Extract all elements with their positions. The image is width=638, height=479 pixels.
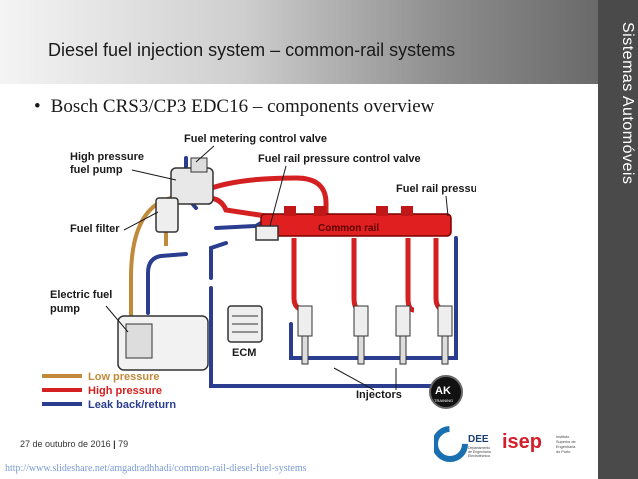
fuel-filter-icon <box>155 197 179 233</box>
common-rail: Common rail <box>260 206 452 237</box>
label-rail-pressure-sensor: Fuel rail pressure sensor <box>396 183 476 195</box>
bullet-text: Bosch CRS3/CP3 EDC16 – components overvi… <box>50 96 435 117</box>
sidebar-title: Sistemas Automóveis <box>619 22 636 185</box>
label-ecm: ECM <box>232 347 256 359</box>
isep-logo-line1: Instituto <box>556 435 569 439</box>
footer-separator: | <box>113 439 116 449</box>
dee-logo-line1: Departamento <box>468 446 490 450</box>
common-rail-diagram: Common rail Fuel metering control valve … <box>42 133 476 410</box>
isep-logo-line3: Engenharia <box>556 445 576 449</box>
label-fuel-filter: Fuel filter <box>70 223 120 235</box>
dee-logo-abbr: DEE <box>468 434 489 445</box>
label-injectors: Injectors <box>356 389 402 401</box>
high-pressure-pump-icon <box>170 157 214 205</box>
footer-date: 27 de outubro de 2016 | 79 <box>20 439 128 449</box>
dee-logo-line2: de Engenharia <box>468 450 491 454</box>
label-fuel-metering: Fuel metering control valve <box>184 133 327 145</box>
slide-header <box>0 0 598 84</box>
bullet-symbol: • <box>34 96 41 117</box>
ecm-icon <box>227 305 263 343</box>
pressure-control-valve-icon <box>255 225 279 241</box>
injector-1 <box>297 305 313 365</box>
date-text: 27 de outubro de 2016 <box>20 439 111 449</box>
sidebar-bar <box>598 0 638 479</box>
common-rail-label: Common rail <box>318 223 379 234</box>
isep-logo: isep Instituto Superior de Engenharia do… <box>502 431 576 454</box>
dee-logo-line3: Electrotécnica <box>468 454 490 458</box>
electric-fuel-pump-icon <box>117 315 209 371</box>
ak-logo-subtext: TRAINING <box>434 398 453 403</box>
label-high-pressure-pump-1: High pressure <box>70 151 144 163</box>
slide-title: Diesel fuel injection system – common-ra… <box>48 40 456 60</box>
isep-logo-abbr: isep <box>502 431 542 453</box>
legend: Low pressure High pressure Leak back/ret… <box>42 371 176 410</box>
dee-logo: DEE Departamento de Engenharia Electroté… <box>434 426 491 462</box>
ak-training-logo: AK TRAINING <box>429 375 463 409</box>
injector-3 <box>395 305 411 365</box>
label-high-pressure-pump-2: fuel pump <box>70 164 123 176</box>
isep-logo-line2: Superior de <box>556 440 576 444</box>
isep-logo-line4: do Porto <box>556 450 570 454</box>
ak-logo-text: AK <box>435 385 451 397</box>
legend-low-pressure: Low pressure <box>88 371 160 383</box>
injector-4 <box>437 305 453 365</box>
injectors-group <box>297 305 453 365</box>
label-electric-pump-2: pump <box>50 303 80 315</box>
bullet-item: • Bosch CRS3/CP3 EDC16 – components overv… <box>34 96 434 118</box>
legend-high-pressure: High pressure <box>88 385 162 397</box>
legend-leak-back: Leak back/return <box>88 399 176 410</box>
page-number: 79 <box>118 439 129 449</box>
source-link[interactable]: http://www.slideshare.net/amgadradhhadi/… <box>5 463 307 474</box>
injector-2 <box>353 305 369 365</box>
label-rail-pressure-valve: Fuel rail pressure control valve <box>258 153 421 165</box>
high-pressure-lines <box>205 175 447 313</box>
label-electric-pump-1: Electric fuel <box>50 289 112 301</box>
